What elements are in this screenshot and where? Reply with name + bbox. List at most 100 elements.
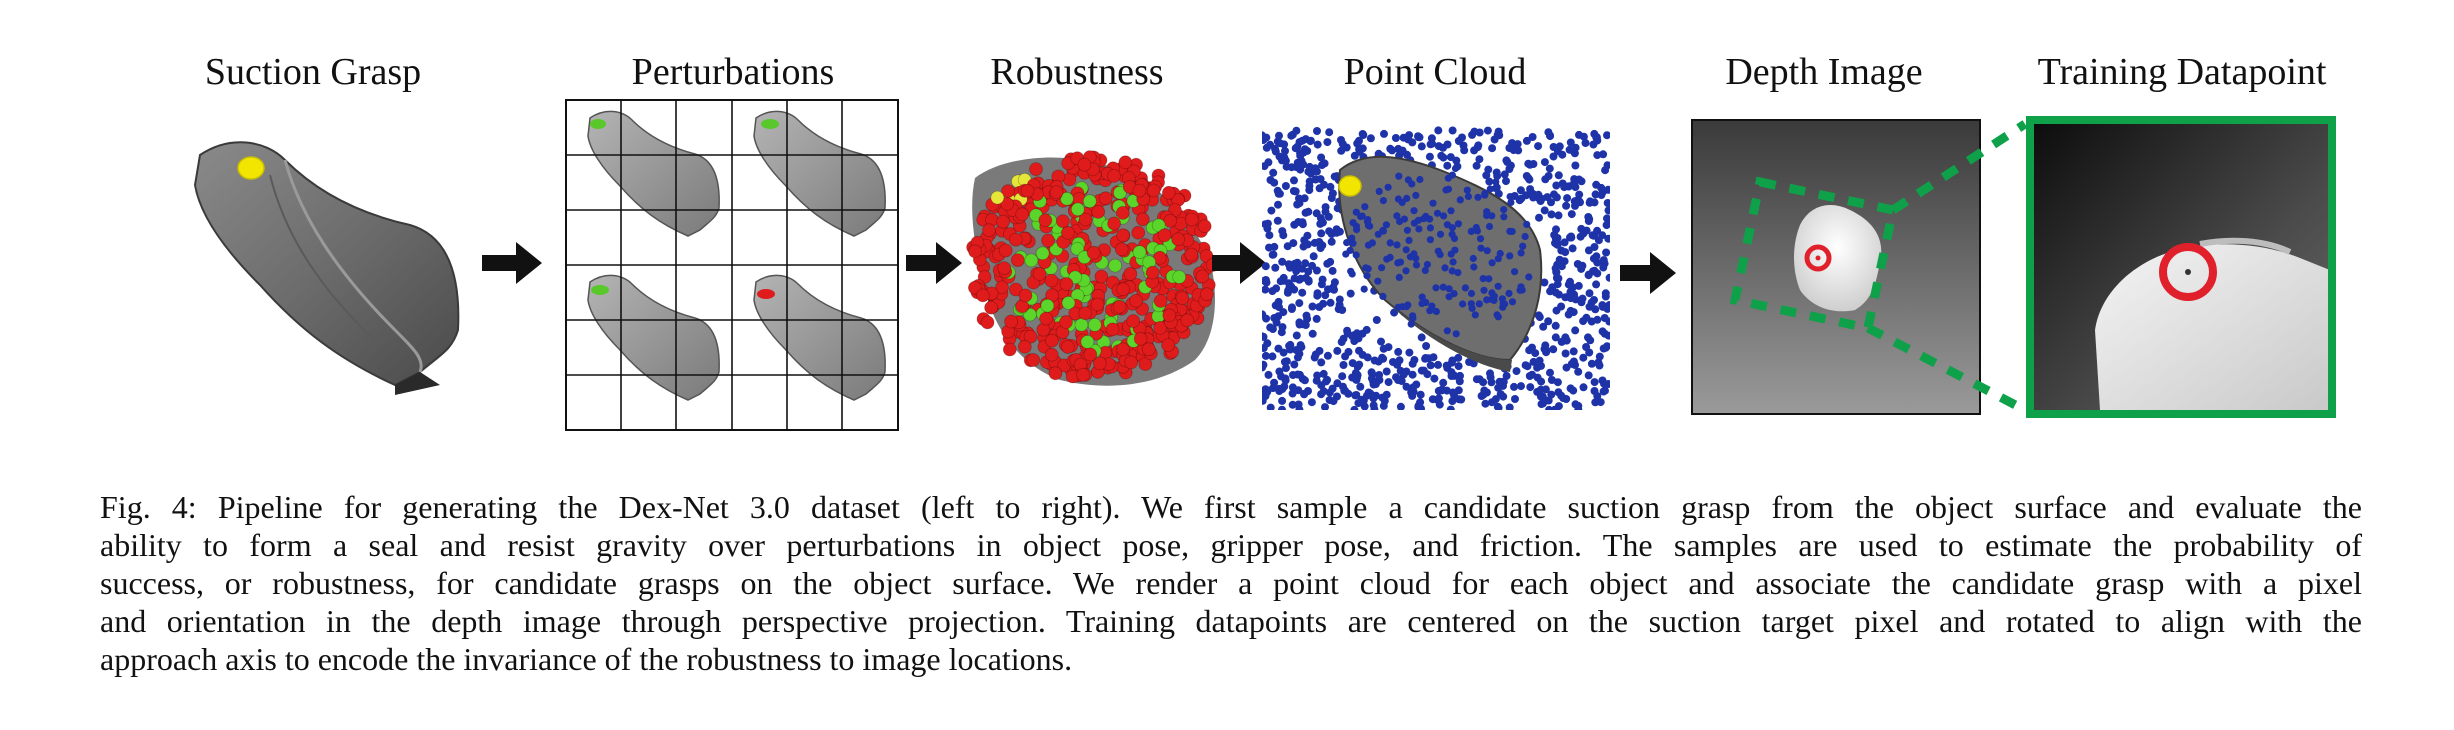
point-cloud-dot bbox=[1265, 243, 1273, 252]
point-cloud-dot bbox=[1434, 142, 1443, 151]
point-cloud-dot bbox=[1298, 220, 1307, 229]
point-cloud-dot bbox=[1579, 383, 1588, 392]
point-cloud-dot bbox=[1274, 344, 1283, 353]
point-cloud-dot bbox=[1448, 224, 1456, 232]
point-cloud-dot bbox=[1408, 391, 1417, 400]
point-cloud-dot bbox=[1416, 390, 1425, 399]
point-cloud-dot bbox=[1562, 201, 1571, 210]
point-cloud-dot bbox=[1480, 286, 1488, 294]
point-cloud-dot bbox=[1547, 210, 1556, 219]
point-cloud-dot bbox=[1575, 190, 1584, 199]
point-cloud-dot bbox=[1408, 180, 1416, 188]
point-cloud-dot bbox=[1356, 382, 1365, 391]
point-cloud-dot bbox=[1274, 200, 1282, 209]
robustness-sample-dot bbox=[1092, 356, 1107, 371]
point-cloud-dot bbox=[1300, 376, 1309, 385]
point-cloud-dot bbox=[1567, 359, 1576, 368]
point-cloud-dot bbox=[1325, 396, 1334, 404]
robustness-sample-dot bbox=[1039, 311, 1053, 326]
robustness-sample-dot bbox=[1107, 216, 1121, 231]
point-cloud-dot bbox=[1535, 356, 1544, 365]
point-cloud-dot bbox=[1475, 155, 1484, 164]
robustness-sample-dot bbox=[1020, 183, 1035, 198]
point-cloud-dot bbox=[1481, 190, 1489, 198]
point-cloud-dot bbox=[1544, 128, 1553, 137]
point-cloud-dot bbox=[1494, 127, 1503, 136]
point-cloud-dot bbox=[1604, 206, 1610, 215]
point-cloud-dot bbox=[1350, 405, 1359, 410]
robustness-sample-dot bbox=[1008, 232, 1023, 247]
robustness-sample-dot bbox=[982, 223, 996, 238]
point-cloud-dot bbox=[1464, 192, 1472, 201]
point-cloud-dot bbox=[1316, 244, 1325, 253]
point-cloud-dot bbox=[1315, 184, 1324, 193]
point-cloud-dot bbox=[1297, 157, 1306, 165]
point-cloud-dot bbox=[1563, 194, 1572, 203]
robustness-sample-dot bbox=[1087, 317, 1102, 332]
point-cloud-dot bbox=[1348, 373, 1357, 382]
point-cloud-dot bbox=[1444, 174, 1452, 182]
point-cloud-dot bbox=[1549, 152, 1558, 161]
point-cloud-dot bbox=[1483, 211, 1491, 220]
point-cloud-dot bbox=[1565, 145, 1574, 154]
point-cloud-dot bbox=[1472, 161, 1481, 170]
point-cloud-dot bbox=[1549, 143, 1558, 151]
point-cloud-dot bbox=[1540, 158, 1549, 167]
point-cloud-dot bbox=[1599, 263, 1608, 272]
robustness-sample-dot bbox=[1163, 213, 1178, 228]
point-cloud-dot bbox=[1516, 186, 1525, 195]
robustness-sample-dot bbox=[1161, 185, 1176, 200]
point-cloud-dot bbox=[1474, 193, 1482, 201]
point-cloud-dot bbox=[1422, 342, 1431, 350]
point-cloud-dot bbox=[1337, 146, 1346, 155]
point-cloud-dot bbox=[1432, 284, 1440, 292]
point-cloud-dot bbox=[1595, 352, 1604, 361]
point-cloud-dot bbox=[1552, 181, 1561, 190]
point-cloud-dot bbox=[1434, 360, 1442, 369]
point-cloud-dot bbox=[1317, 153, 1326, 162]
point-cloud-dot bbox=[1511, 395, 1519, 403]
robustness-sample-dot bbox=[1115, 205, 1130, 220]
point-cloud-dot bbox=[1491, 184, 1499, 192]
point-cloud-dot bbox=[1550, 405, 1559, 410]
point-cloud-dot bbox=[1408, 370, 1417, 379]
point-cloud-dot bbox=[1393, 212, 1401, 220]
robustness-sample-dot bbox=[1059, 277, 1074, 291]
point-cloud-dot bbox=[1307, 398, 1316, 407]
point-cloud-dot bbox=[1546, 368, 1554, 377]
point-cloud-dot bbox=[1264, 370, 1273, 379]
point-cloud-dot bbox=[1417, 404, 1425, 410]
arrow-icon bbox=[906, 242, 962, 284]
point-cloud-dot bbox=[1451, 164, 1460, 173]
caption-line: ability to form a seal and resist gravit… bbox=[100, 527, 2362, 563]
robustness-sample-dot bbox=[1195, 269, 1210, 284]
point-cloud-dot bbox=[1559, 394, 1568, 403]
point-cloud-dot bbox=[1437, 386, 1446, 395]
point-cloud-dot bbox=[1293, 370, 1302, 379]
point-cloud-dot bbox=[1395, 273, 1403, 281]
robustness-sample-dot bbox=[1153, 320, 1168, 335]
point-cloud-dot bbox=[1384, 183, 1392, 191]
robustness-sample-dot bbox=[984, 300, 998, 315]
point-cloud-dot bbox=[1554, 171, 1563, 180]
point-cloud-dot bbox=[1415, 225, 1423, 233]
point-cloud-dot bbox=[1262, 133, 1267, 142]
robustness-sample-dot bbox=[1001, 184, 1015, 199]
point-cloud-dot bbox=[1303, 240, 1312, 249]
point-cloud-dot bbox=[1278, 323, 1287, 332]
robustness-sample-dot bbox=[1162, 308, 1177, 323]
robustness-sample-dot bbox=[1141, 342, 1156, 357]
point-cloud-dot bbox=[1495, 377, 1504, 386]
point-cloud-dot bbox=[1295, 405, 1304, 410]
point-cloud-dot bbox=[1592, 180, 1601, 189]
point-cloud-dot bbox=[1454, 269, 1462, 277]
point-cloud-dot bbox=[1459, 300, 1467, 308]
point-cloud-dot bbox=[1496, 390, 1505, 399]
point-cloud-dot bbox=[1569, 347, 1578, 356]
point-cloud-dot bbox=[1293, 200, 1302, 209]
point-cloud-dot bbox=[1443, 327, 1451, 335]
point-cloud-dot bbox=[1396, 402, 1405, 410]
point-cloud-dot bbox=[1526, 383, 1535, 392]
point-cloud-dot bbox=[1553, 378, 1562, 387]
point-cloud-dot bbox=[1467, 227, 1475, 235]
